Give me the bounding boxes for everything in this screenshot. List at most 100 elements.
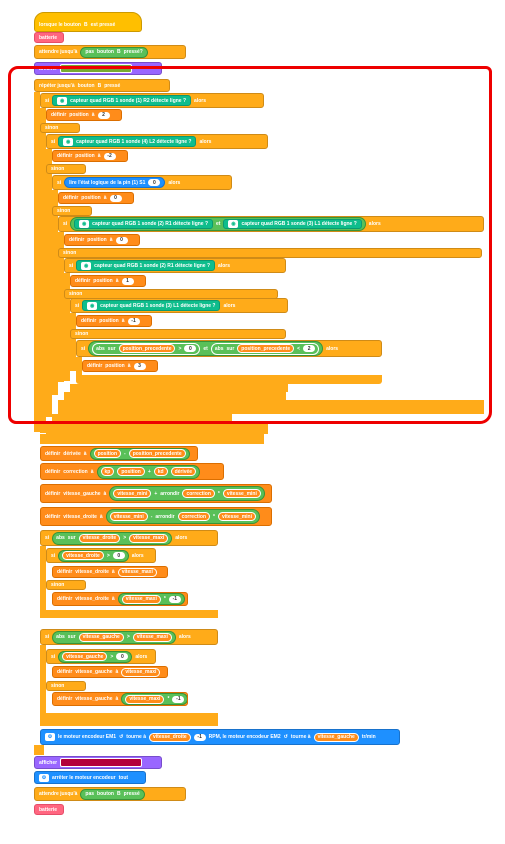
sensor-block[interactable]: ◉ capteur quad RGB 1 sonde (2) R1 détect…	[74, 219, 214, 229]
variable-reporter[interactable]: vitesse_droite	[78, 533, 121, 543]
if-block[interactable]: si lire l'état logique de la pin (1) S1 …	[52, 175, 232, 190]
variable-dropdown[interactable]: dérivée	[63, 450, 81, 457]
value-input[interactable]: -1	[193, 733, 206, 741]
if-block[interactable]: si abs sur position_precedente > 0 et ab…	[76, 340, 382, 357]
sensor-block[interactable]: ◉ capteur quad RGB 1 sonde (3) L1 détect…	[223, 219, 362, 229]
set-position-block[interactable]: définir position à -2	[52, 150, 128, 162]
motor-run-block[interactable]: ⚙ le moteur encodeur EM1 ↺ tourne à vite…	[40, 729, 400, 745]
variable-reporter[interactable]: position_precedente	[118, 344, 176, 353]
set-position-block[interactable]: définir position à 3	[82, 360, 158, 372]
add-op[interactable]: kp position + kd dérivée	[96, 464, 201, 479]
set-speed-right-block[interactable]: définir vitesse_droite à vitesse_maxi * …	[52, 592, 188, 606]
set-speed-left-block[interactable]: définir vitesse_gauche à vitesse_mini + …	[40, 484, 272, 503]
and-op[interactable]: abs sur position_precedente > 0 et abs s…	[88, 341, 324, 356]
and-op[interactable]: ◉ capteur quad RGB 1 sonde (2) R1 détect…	[70, 217, 366, 231]
subtract-op[interactable]: position - position_precedente	[89, 447, 190, 460]
compare-op[interactable]: abs sur vitesse_gauche > vitesse_maxi	[52, 630, 176, 644]
if-block[interactable]: si abs sur vitesse_gauche > vitesse_maxi…	[40, 629, 218, 645]
set-position-block[interactable]: définir position à -1	[76, 315, 152, 327]
pin-read-block[interactable]: lire l'état logique de la pin (1) S1 0	[64, 177, 166, 188]
wait-until-block[interactable]: attendre jusqu'à pas bouton B pressé	[34, 787, 186, 801]
variable-dropdown[interactable]: position	[81, 195, 101, 201]
value-input[interactable]: -1	[168, 595, 181, 603]
wait-until-block[interactable]: attendre jusqu'à pas bouton B pressé?	[34, 45, 186, 59]
variable-reporter[interactable]: kd	[153, 467, 168, 476]
variable-reporter[interactable]: dérivée	[170, 467, 197, 476]
led-matrix-input[interactable]	[60, 64, 133, 73]
variable-reporter[interactable]: vitesse_maxi	[121, 594, 161, 604]
value-input[interactable]: -1	[127, 317, 140, 325]
value-input[interactable]: 0	[148, 179, 161, 186]
if-block[interactable]: si ◉ capteur quad RGB 1 sonde (1) R2 dét…	[40, 93, 264, 108]
set-position-block[interactable]: définir position à 0	[58, 192, 134, 204]
variable-reporter[interactable]: position_precedente	[237, 344, 295, 353]
variable-reporter[interactable]: vitesse_droite	[149, 732, 191, 742]
variable-reporter[interactable]: position	[93, 449, 122, 458]
value-input[interactable]: 3	[133, 362, 146, 370]
variable-reporter[interactable]: vitesse_maxi	[117, 567, 157, 577]
compare-op[interactable]: abs sur position_precedente < 2	[210, 342, 320, 355]
when-button-pressed-hat[interactable]: lorsque le bouton B est pressé	[34, 12, 142, 32]
variable-dropdown[interactable]: vitesse_droite	[75, 596, 109, 602]
value-input[interactable]: 0	[184, 345, 197, 352]
key-dropdown[interactable]: B	[97, 82, 102, 89]
repeat-until-block[interactable]: répéter jusqu'à bouton B pressé	[34, 79, 170, 92]
set-speed-right-block[interactable]: définir vitesse_droite à vitesse_maxi	[52, 566, 168, 578]
value-input[interactable]: 1	[121, 277, 134, 285]
compare-op[interactable]: vitesse_droite > 0	[58, 549, 129, 562]
value-input[interactable]: 0	[109, 194, 122, 202]
variable-dropdown[interactable]: position	[93, 278, 113, 284]
variable-reporter[interactable]: vitesse_mini	[113, 489, 152, 498]
value-input[interactable]: 2	[303, 345, 316, 352]
led-matrix-input[interactable]	[60, 758, 143, 767]
if-block[interactable]: si vitesse_droite > 0 alors	[46, 548, 156, 563]
value-input[interactable]: -1	[172, 695, 185, 703]
variable-dropdown[interactable]: position	[75, 153, 95, 159]
variable-dropdown[interactable]: vitesse_gauche	[63, 490, 101, 497]
if-block[interactable]: si ◉ capteur quad RGB 1 sonde (2) R1 dét…	[58, 216, 484, 232]
variable-reporter[interactable]: vitesse_gauche	[78, 632, 124, 642]
multiply-op[interactable]: vitesse_maxi * -1	[117, 593, 185, 605]
compare-op[interactable]: vitesse_gauche > 0	[58, 650, 133, 663]
display-block[interactable]: afficher	[34, 62, 162, 75]
not-op[interactable]: pas bouton B pressé	[80, 788, 145, 800]
value-input[interactable]: 2	[97, 111, 110, 119]
compare-op[interactable]: abs sur vitesse_droite > vitesse_maxi	[52, 531, 173, 545]
variable-reporter[interactable]: vitesse_gauche	[313, 732, 359, 742]
subtract-op[interactable]: vitesse_mini - arrondir correction * vit…	[105, 509, 261, 524]
key-dropdown[interactable]: B	[116, 49, 121, 55]
set-speed-right-block[interactable]: définir vitesse_droite à vitesse_mini - …	[40, 507, 272, 526]
if-block[interactable]: si abs sur vitesse_droite > vitesse_maxi…	[40, 530, 218, 546]
value-input[interactable]: 0	[116, 653, 129, 660]
batterie-block[interactable]: batterie	[34, 32, 64, 43]
variable-reporter[interactable]: correction	[182, 489, 215, 498]
variable-dropdown[interactable]: vitesse_droite	[63, 513, 97, 520]
if-block[interactable]: si ◉ capteur quad RGB 1 sonde (4) L2 dét…	[46, 134, 268, 149]
variable-dropdown[interactable]: position	[87, 237, 107, 243]
variable-dropdown[interactable]: position	[99, 318, 119, 324]
set-speed-left-block[interactable]: définir vitesse_gauche à vitesse_maxi * …	[52, 692, 188, 706]
set-derivative-block[interactable]: définir dérivée à position - position_pr…	[40, 446, 198, 461]
sensor-block[interactable]: ◉ capteur quad RGB 1 sonde (2) R1 détect…	[76, 260, 216, 271]
variable-reporter[interactable]: vitesse_maxi	[129, 533, 169, 543]
set-position-block[interactable]: définir position à 1	[70, 275, 146, 287]
if-block[interactable]: si vitesse_gauche > 0 alors	[46, 649, 156, 664]
variable-reporter[interactable]: vitesse_droite	[62, 551, 104, 560]
batterie-block[interactable]: batterie	[34, 804, 64, 815]
not-op[interactable]: pas bouton B pressé?	[80, 46, 148, 58]
if-block[interactable]: si ◉ capteur quad RGB 1 sonde (2) R1 dét…	[64, 258, 286, 273]
variable-reporter[interactable]: vitesse_mini	[217, 512, 257, 521]
variable-dropdown[interactable]: vitesse_gauche	[75, 669, 113, 675]
key-dropdown[interactable]: B	[116, 791, 121, 797]
variable-dropdown[interactable]: vitesse_gauche	[75, 696, 113, 702]
variable-reporter[interactable]: vitesse_mini	[222, 489, 261, 498]
multiply-op[interactable]: vitesse_maxi * -1	[121, 693, 187, 705]
if-block[interactable]: si ◉ capteur quad RGB 1 sonde (3) L1 dét…	[70, 298, 288, 313]
set-correction-block[interactable]: définir correction à kp position + kd dé…	[40, 463, 224, 480]
value-input[interactable]: 0	[115, 236, 128, 244]
add-op[interactable]: vitesse_mini + arrondir correction * vit…	[109, 486, 265, 501]
display-block[interactable]: afficher	[34, 756, 162, 769]
sensor-block[interactable]: ◉ capteur quad RGB 1 sonde (1) R2 détect…	[52, 95, 192, 106]
key-dropdown[interactable]: B	[83, 22, 88, 28]
variable-dropdown[interactable]: position	[69, 112, 89, 118]
